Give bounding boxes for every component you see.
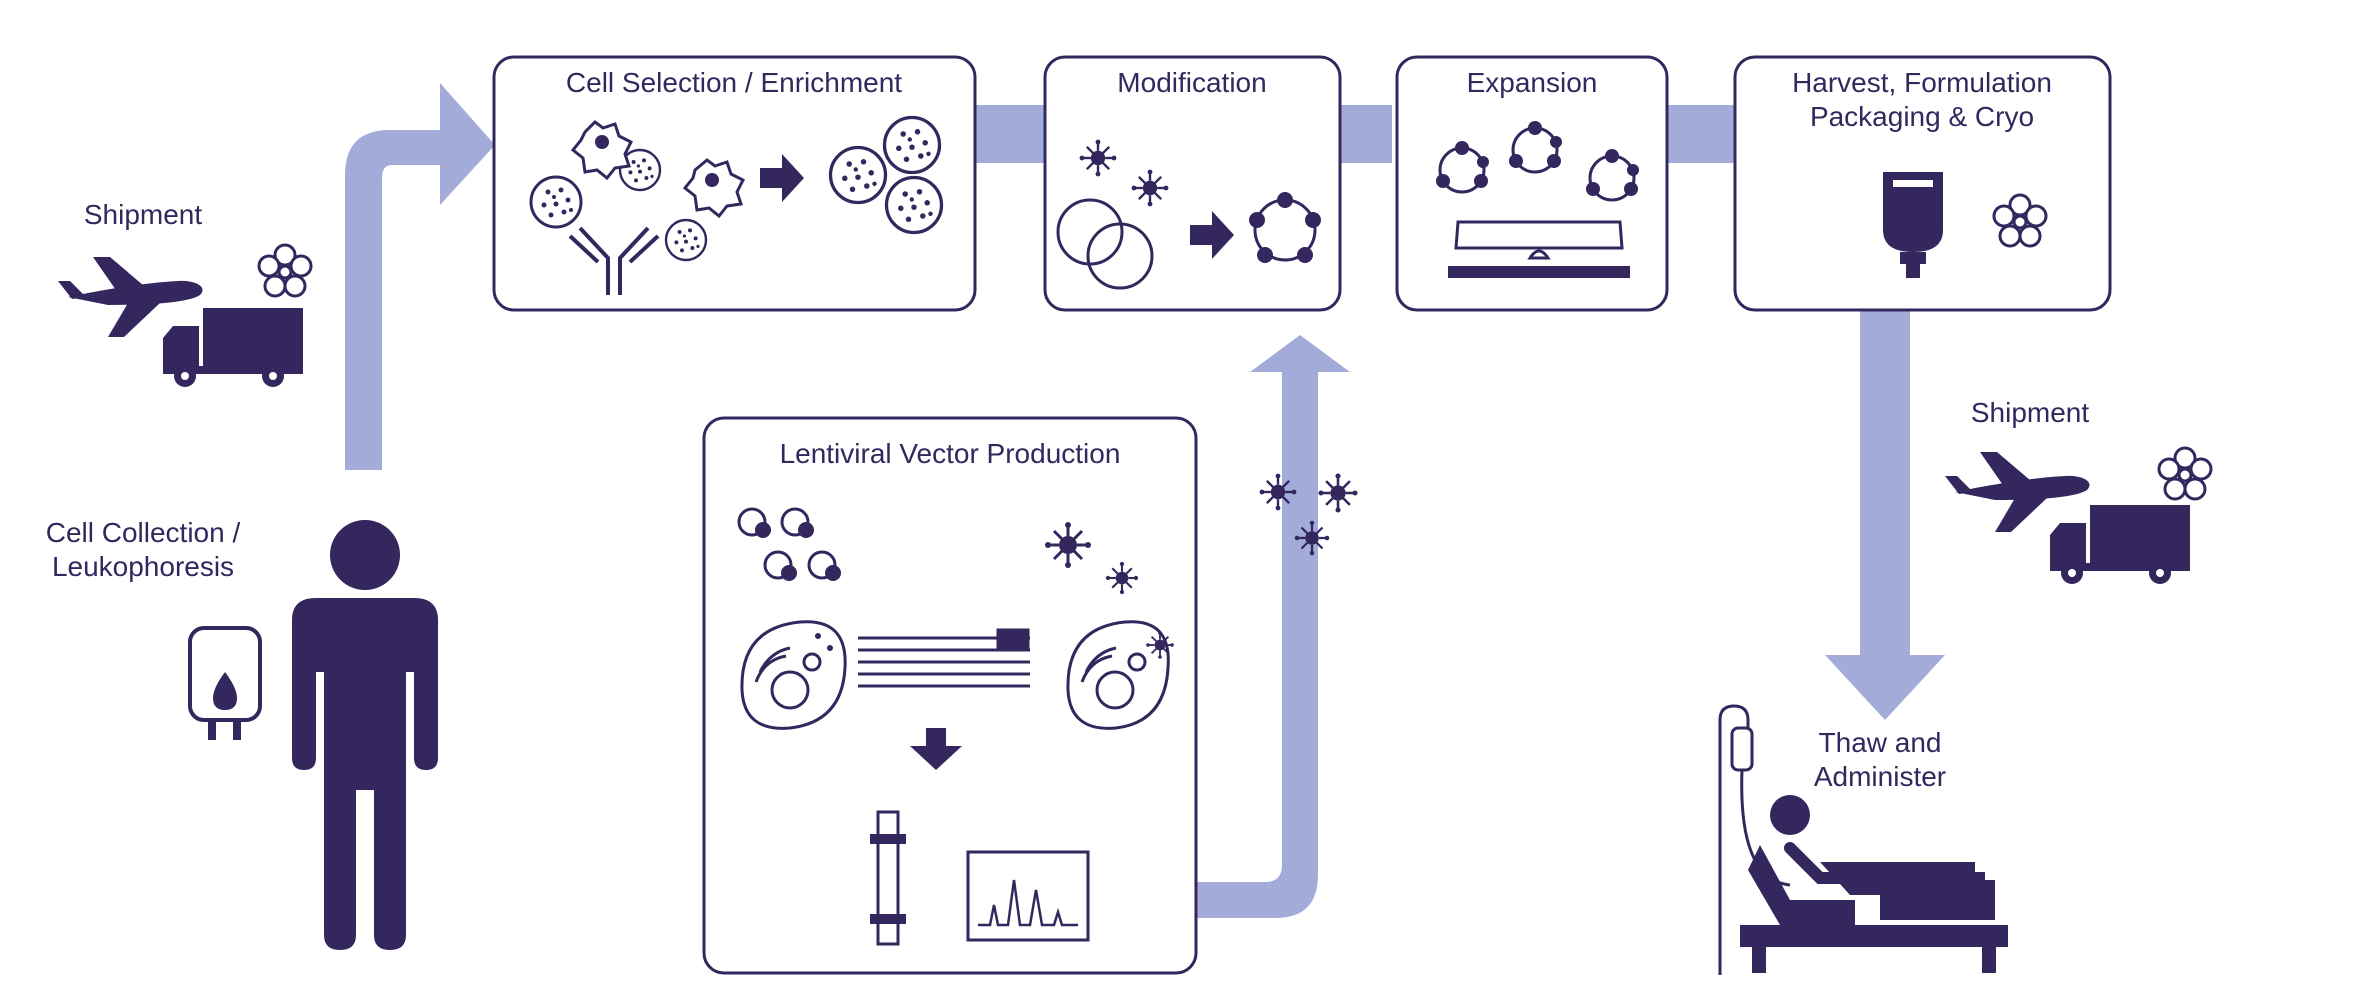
- plasmid-icon: [858, 628, 1030, 688]
- modified-cell-icon: [1249, 192, 1321, 263]
- cell-icon: [882, 115, 942, 175]
- arrow-down-icon: [910, 728, 962, 770]
- arrow-right-icon: [760, 154, 804, 202]
- cell-icon: [884, 175, 944, 235]
- flow-band-selection-to-modification: [975, 105, 1045, 163]
- lentiviral-label: Lentiviral Vector Production: [780, 438, 1121, 469]
- label-line: Cell Collection /: [46, 517, 241, 548]
- label-line: Administer: [1814, 761, 1946, 792]
- label-line: Thaw and: [1819, 727, 1942, 758]
- vesicle-icon: [1086, 222, 1154, 290]
- patient-bed-icon: [1718, 704, 2008, 975]
- cryo-flower-icon: [2157, 446, 2213, 501]
- truck-icon: [163, 308, 303, 387]
- chromatography-column-icon: [870, 810, 906, 946]
- shipment-out-label: Shipment: [1971, 397, 2090, 428]
- expansion-illustration: [1434, 119, 1641, 278]
- expansion-label: Expansion: [1467, 67, 1598, 98]
- label-line: Harvest, Formulation: [1792, 67, 2052, 98]
- producer-cell-right-icon: [1066, 620, 1175, 730]
- lentiviral-illustration: [737, 507, 1175, 946]
- cell-icon: [828, 145, 888, 205]
- antibody-icon: [568, 226, 660, 295]
- iv-stand-icon: [1730, 726, 1754, 772]
- activated-cell-icon: [682, 158, 746, 219]
- virus-icon: [1317, 472, 1359, 514]
- modification-illustration: [1056, 138, 1321, 290]
- flow-band-modification-to-expansion: [1332, 105, 1392, 163]
- label-line: Packaging & Cryo: [1810, 101, 2034, 132]
- arrow-right-icon: [1190, 211, 1234, 259]
- cell-icon: [529, 175, 583, 229]
- cell-selection-illustration: [529, 115, 944, 295]
- truck-icon: [2050, 505, 2190, 584]
- cell-selection-label: Cell Selection / Enrichment: [566, 67, 902, 98]
- iv-bag-icon: [1883, 172, 1943, 278]
- shipment-in-label: Shipment: [84, 199, 203, 230]
- bioreactor-icon: [1448, 220, 1630, 278]
- plane-icon: [1945, 452, 2090, 532]
- cryo-flower-icon: [257, 243, 313, 298]
- modification-label: Modification: [1117, 67, 1266, 98]
- person-icon: [292, 520, 438, 950]
- flow-band-vector-to-modification: [1196, 335, 1350, 918]
- label-line: Leukophoresis: [52, 551, 234, 582]
- blood-bag-icon: [188, 626, 262, 740]
- chromatogram-icon: [966, 850, 1090, 942]
- flow-band-collection-to-selection: [345, 83, 495, 470]
- flow-band-harvest-to-administer: [1825, 310, 1945, 720]
- plane-icon: [58, 257, 203, 337]
- producer-cell-left-icon: [740, 620, 847, 730]
- shipment-out-group: [1945, 446, 2213, 584]
- shipment-in-group: [58, 243, 313, 387]
- cell-icon: [664, 218, 708, 262]
- activated-cell-icon: [570, 120, 634, 181]
- cell-collection-label: Cell Collection /Leukophoresis: [46, 517, 241, 582]
- flow-band-expansion-to-harvest: [1665, 105, 1735, 163]
